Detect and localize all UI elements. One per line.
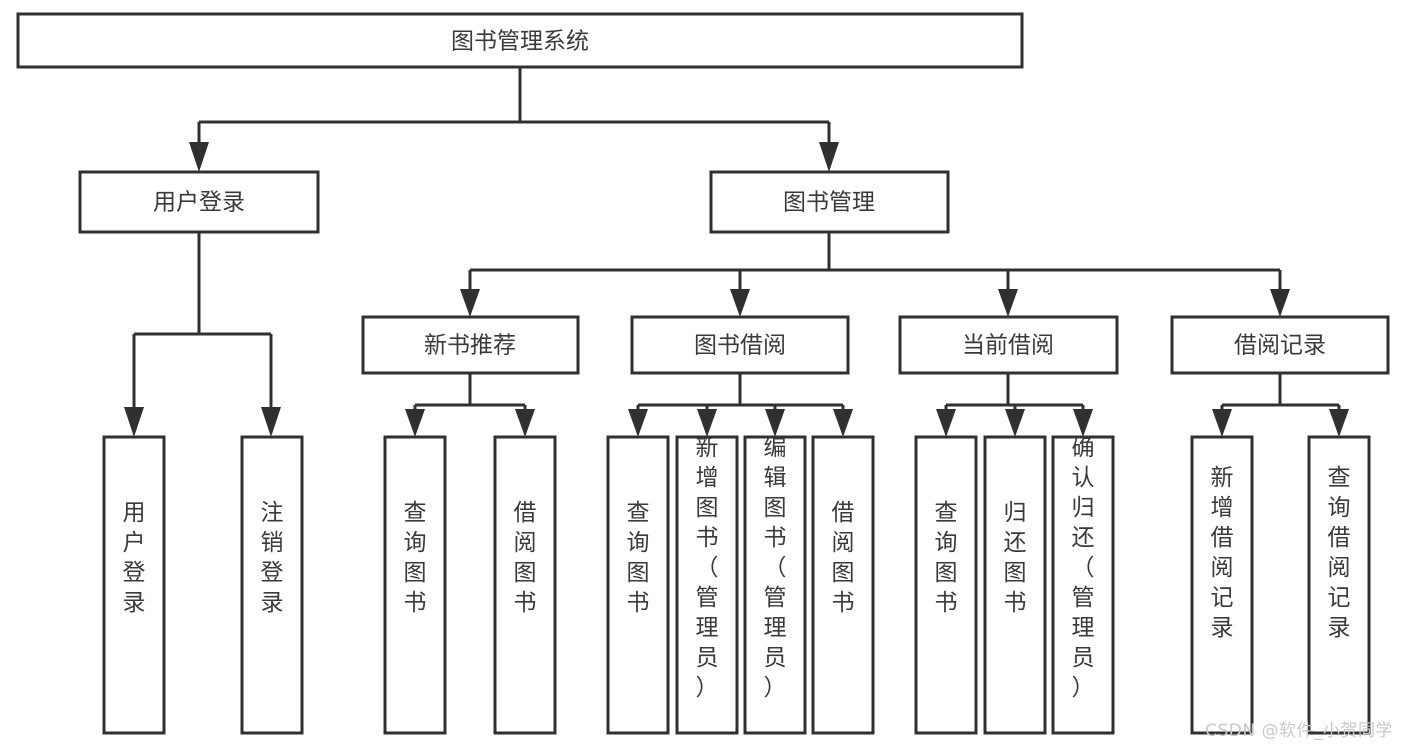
leaf-borrow-record-1[interactable]: 查询借阅记录 — [1307, 435, 1371, 735]
leaf-current-borrow-0-box — [914, 435, 978, 735]
node-book-borrow-label: 图书借阅 — [694, 333, 786, 359]
leaf-user-login-1-label: 注销登录 — [261, 500, 284, 616]
arrow-head-leaf-current-1 — [1005, 409, 1025, 437]
leaf-book-borrow-3[interactable]: 借阅图书 — [811, 435, 875, 735]
leaf-new-book-1-box — [493, 435, 557, 735]
leaf-current-borrow-2[interactable]: 确认归还（管理员） — [1051, 435, 1115, 735]
leaf-book-borrow-0[interactable]: 查询图书 — [606, 435, 670, 735]
leaf-book-borrow-1-label: 新增图书（管理员） — [696, 435, 719, 701]
arrow-head-user-login — [189, 142, 209, 172]
leaf-book-borrow-0-box — [606, 435, 670, 735]
arrow-head-leaf-record-0 — [1212, 409, 1232, 437]
leaf-borrow-record-1-label: 查询借阅记录 — [1328, 465, 1351, 641]
leaf-new-book-0-box — [383, 435, 447, 735]
arrow-head-borrow — [730, 289, 750, 317]
node-user-login[interactable]: 用户登录 — [78, 170, 320, 234]
node-user-login-label: 用户登录 — [153, 190, 245, 216]
leaf-book-borrow-3-label: 借阅图书 — [832, 500, 855, 616]
node-new-book-recommend-box — [361, 315, 580, 375]
node-borrow-record[interactable]: 借阅记录 — [1170, 315, 1390, 375]
leaf-borrow-record-0[interactable]: 新增借阅记录 — [1190, 435, 1254, 735]
connector-group-book-mgmt — [460, 232, 1290, 317]
node-root-box — [16, 12, 1024, 69]
leaf-book-borrow-2-box — [743, 435, 807, 735]
csdn-watermark: CSDN @软件_小贺同学 — [1205, 721, 1393, 741]
arrow-head-leaf-current-0 — [936, 409, 956, 437]
leaf-new-book-0[interactable]: 查询图书 — [383, 435, 447, 735]
node-current-borrow-box — [898, 315, 1119, 375]
node-borrow-record-box — [1170, 315, 1390, 375]
connector-group-borrow-record — [1212, 373, 1349, 437]
node-book-management-label: 图书管理 — [783, 190, 875, 216]
leaf-new-book-1[interactable]: 借阅图书 — [493, 435, 557, 735]
leaf-borrow-record-0-label: 新增借阅记录 — [1211, 465, 1234, 641]
arrow-head-record — [1270, 289, 1290, 317]
node-book-borrow[interactable]: 图书借阅 — [630, 315, 850, 375]
node-current-borrow-label: 当前借阅 — [962, 333, 1054, 359]
leaf-user-login-0-box — [102, 435, 166, 735]
arrow-head-leaf-borrow-2 — [765, 409, 785, 437]
arrow-head-leaf-record-1 — [1329, 409, 1349, 437]
leaf-book-borrow-1[interactable]: 新增图书（管理员） — [675, 435, 739, 735]
leaf-current-borrow-1-box — [983, 435, 1047, 735]
leaf-current-borrow-2-label: 确认归还（管理员） — [1072, 435, 1095, 701]
leaf-current-borrow-1[interactable]: 归还图书 — [983, 435, 1047, 735]
node-root-label: 图书管理系统 — [451, 29, 589, 55]
arrow-head-leaf-user-login-0 — [124, 407, 144, 437]
node-new-book-recommend[interactable]: 新书推荐 — [361, 315, 580, 375]
leaf-new-book-1-label: 借阅图书 — [514, 500, 537, 616]
node-current-borrow[interactable]: 当前借阅 — [898, 315, 1119, 375]
leaf-book-borrow-1-box — [675, 435, 739, 735]
leaf-current-borrow-1-label: 归还图书 — [1004, 500, 1027, 616]
node-new-book-recommend-label: 新书推荐 — [424, 333, 516, 359]
node-book-management[interactable]: 图书管理 — [709, 170, 950, 234]
connector-group-book-borrow — [628, 373, 853, 437]
leaf-book-borrow-0-label: 查询图书 — [627, 500, 650, 616]
arrow-head-leaf-current-2 — [1073, 409, 1093, 437]
leaf-book-borrow-2[interactable]: 编辑图书（管理员） — [743, 435, 807, 735]
arrow-head-current — [998, 289, 1018, 317]
leaf-user-login-0-label: 用户登录 — [123, 500, 146, 616]
connector-group-user-login — [124, 232, 281, 437]
arrow-head-leaf-user-login-1 — [261, 407, 281, 437]
connector-group-root — [189, 67, 839, 172]
node-book-management-box — [709, 170, 950, 234]
leaf-book-borrow-3-box — [811, 435, 875, 735]
arrow-head-leaf-borrow-1 — [697, 409, 717, 437]
arrow-head-book-mgmt — [819, 142, 839, 172]
arrow-head-leaf-newbook-1 — [515, 409, 535, 437]
arrow-head-new-book — [460, 289, 480, 317]
connector-group-new-book-recommend — [405, 373, 535, 437]
leaf-user-login-0[interactable]: 用户登录 — [102, 435, 166, 735]
leaf-user-login-1[interactable]: 注销登录 — [240, 435, 304, 735]
leaf-user-login-1-box — [240, 435, 304, 735]
leaf-current-borrow-0-label: 查询图书 — [935, 500, 958, 616]
leaf-current-borrow-2-box — [1051, 435, 1115, 735]
leaf-book-borrow-2-label: 编辑图书（管理员） — [764, 435, 787, 701]
node-root-system[interactable]: 图书管理系统 — [16, 12, 1024, 69]
arrow-head-leaf-borrow-3 — [833, 409, 853, 437]
node-user-login-box — [78, 170, 320, 234]
arrow-head-leaf-borrow-0 — [628, 409, 648, 437]
node-borrow-record-label: 借阅记录 — [1234, 333, 1326, 359]
leaf-new-book-0-label: 查询图书 — [404, 500, 427, 616]
node-book-borrow-box — [630, 315, 850, 375]
arrow-head-leaf-newbook-0 — [405, 409, 425, 437]
leaf-borrow-record-1-box — [1307, 435, 1371, 735]
leaf-current-borrow-0[interactable]: 查询图书 — [914, 435, 978, 735]
connector-group-current-borrow — [936, 373, 1093, 437]
leaf-borrow-record-0-box — [1190, 435, 1254, 735]
